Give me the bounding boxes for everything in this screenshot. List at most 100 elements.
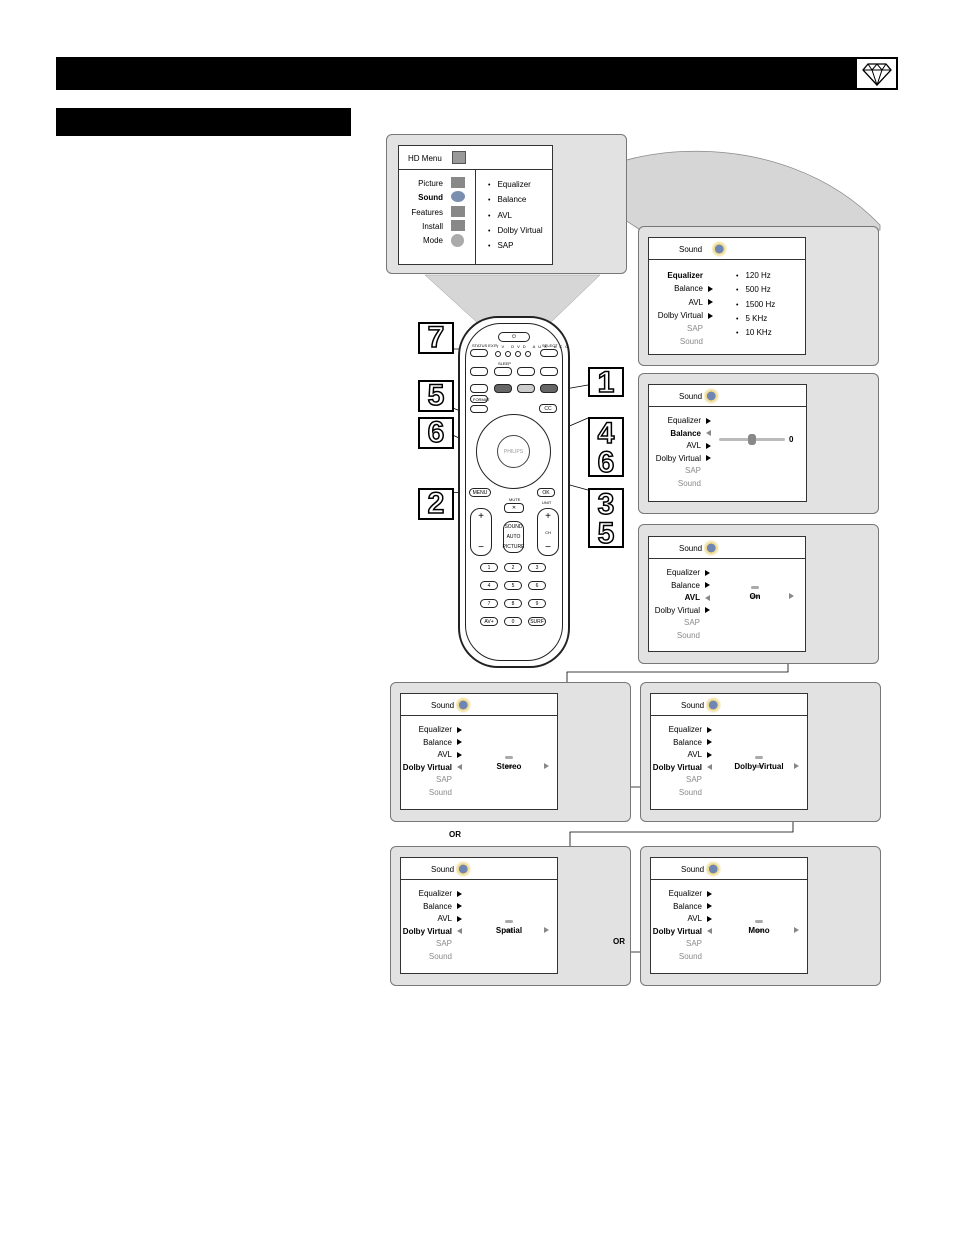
cc-button[interactable]: CC (539, 404, 557, 413)
hd-menu-item-mode[interactable]: Mode (422, 236, 443, 246)
dv-dolby-value[interactable]: Dolby Virtual (734, 762, 784, 771)
format-button[interactable] (470, 405, 488, 413)
band-10khz[interactable]: 10 KHz (736, 326, 775, 340)
menu-item-balance[interactable]: Balance (403, 901, 462, 914)
menu-item-balance[interactable]: Balance (653, 901, 712, 914)
menu-item-balance[interactable]: Balance (403, 737, 462, 750)
freeze-button[interactable] (517, 367, 535, 376)
band-1500hz[interactable]: 1500 Hz (736, 298, 775, 312)
dv-mono-value[interactable]: Mono (748, 926, 770, 935)
menu-item-dolby-virtual[interactable]: Dolby Virtual (655, 605, 710, 618)
menu-button[interactable]: MENU (469, 488, 491, 497)
ok-button[interactable]: OK (537, 488, 555, 497)
menu-item-sap[interactable]: SAP (403, 938, 462, 951)
status-exit-button[interactable] (470, 349, 488, 357)
menu-item-equalizer[interactable]: Equalizer (653, 888, 712, 901)
band-500hz[interactable]: 500 Hz (736, 283, 775, 297)
menu-item-balance[interactable]: Balance (656, 428, 711, 441)
hd-menu-sub-avl[interactable]: AVL (488, 209, 543, 224)
menu-item-avl[interactable]: AVL (655, 592, 710, 605)
digit-3-button[interactable]: 3 (528, 563, 546, 572)
menu-item-sap[interactable]: SAP (658, 322, 713, 335)
menu-item-sound[interactable]: Sound (403, 787, 462, 800)
menu-item-balance[interactable]: Balance (655, 580, 710, 593)
play-button[interactable] (517, 384, 535, 393)
hd-menu-item-features[interactable]: Features (411, 207, 443, 217)
menu-item-sap[interactable]: SAP (653, 938, 712, 951)
menu-item-sap[interactable]: SAP (403, 774, 462, 787)
record-button[interactable] (470, 395, 488, 403)
swap-button[interactable] (540, 367, 558, 376)
menu-item-dolby-virtual[interactable]: Dolby Virtual (653, 762, 712, 775)
menu-item-balance[interactable]: Balance (653, 737, 712, 750)
menu-item-sap[interactable]: SAP (655, 617, 710, 630)
menu-item-sound[interactable]: Sound (653, 951, 712, 964)
digit-8-button[interactable]: 8 (504, 599, 522, 608)
menu-item-sound[interactable]: Sound (403, 951, 462, 964)
volume-rocker[interactable]: +− (470, 508, 492, 556)
digit-9-button[interactable]: 9 (528, 599, 546, 608)
hd-menu-item-sound[interactable]: Sound (418, 193, 443, 203)
menu-item-equalizer[interactable]: Equalizer (658, 269, 713, 282)
source-acc-button[interactable] (525, 351, 531, 357)
menu-item-avl[interactable]: AVL (653, 913, 712, 926)
menu-item-sound[interactable]: Sound (656, 478, 711, 491)
surf-button[interactable]: SURF (528, 617, 546, 626)
menu-item-dolby-virtual[interactable]: Dolby Virtual (403, 926, 462, 939)
source-tv-button[interactable] (495, 351, 501, 357)
menu-item-avl[interactable]: AVL (658, 296, 713, 309)
menu-item-sound[interactable]: Sound (653, 787, 712, 800)
dv-stereo-value[interactable]: Stereo (496, 762, 522, 771)
menu-item-dolby-virtual[interactable]: Dolby Virtual (653, 926, 712, 939)
source-aux-button[interactable] (515, 351, 521, 357)
hd-menu-sub-balance[interactable]: Balance (488, 193, 543, 208)
power-button[interactable]: ⏻ (498, 332, 530, 342)
band-120hz[interactable]: 120 Hz (736, 269, 775, 283)
avl-value[interactable]: On (749, 592, 761, 601)
menu-item-avl[interactable]: AVL (403, 749, 462, 762)
menu-item-equalizer[interactable]: Equalizer (403, 888, 462, 901)
navigation-dial[interactable]: PHILIPS (476, 414, 551, 489)
hd-menu-item-install[interactable]: Install (422, 221, 443, 231)
digit-6-button[interactable]: 6 (528, 581, 546, 590)
balance-slider-track[interactable] (719, 434, 785, 445)
menu-item-dolby-virtual[interactable]: Dolby Virtual (658, 309, 713, 322)
dial-center[interactable]: PHILIPS (497, 435, 530, 468)
menu-item-dolby-virtual[interactable]: Dolby Virtual (656, 453, 711, 466)
menu-item-equalizer[interactable]: Equalizer (655, 567, 710, 580)
source-dvd-button[interactable] (505, 351, 511, 357)
menu-item-equalizer[interactable]: Equalizer (653, 724, 712, 737)
digit-0-button[interactable]: 0 (504, 617, 522, 626)
digit-4-button[interactable]: 4 (480, 581, 498, 590)
band-5khz[interactable]: 5 KHz (736, 312, 775, 326)
sleep-button[interactable] (494, 367, 512, 376)
pip-button[interactable] (470, 367, 488, 376)
auto-sound-picture-button[interactable]: SOUND AUTO PICTURE (503, 521, 524, 553)
hd-menu-sub-dolby-virtual[interactable]: Dolby Virtual (488, 224, 542, 239)
menu-item-equalizer[interactable]: Equalizer (403, 724, 462, 737)
digit-2-button[interactable]: 2 (504, 563, 522, 572)
dv-spatial-value[interactable]: Spatial (495, 926, 523, 935)
menu-item-sap[interactable]: SAP (656, 465, 711, 478)
menu-item-avl[interactable]: AVL (656, 440, 711, 453)
digit-1-button[interactable]: 1 (480, 563, 498, 572)
hd-menu-item-picture[interactable]: Picture (418, 179, 443, 188)
forward-button[interactable] (540, 384, 558, 393)
balance-slider-knob[interactable] (748, 434, 756, 445)
menu-item-dolby-virtual[interactable]: Dolby Virtual (403, 762, 462, 775)
menu-item-sap[interactable]: SAP (653, 774, 712, 787)
rewind-button[interactable] (470, 384, 488, 393)
menu-item-equalizer[interactable]: Equalizer (656, 415, 711, 428)
hd-menu-sub-sap[interactable]: SAP (488, 239, 543, 254)
menu-item-avl[interactable]: AVL (403, 913, 462, 926)
stop-button[interactable] (494, 384, 512, 393)
channel-rocker[interactable]: +CH− (537, 508, 559, 556)
digit-5-button[interactable]: 5 (504, 581, 522, 590)
mute-button[interactable]: ✕ (504, 503, 524, 513)
menu-item-sound[interactable]: Sound (658, 335, 713, 348)
select-button[interactable] (540, 349, 558, 357)
av-plus-button[interactable]: AV+ (480, 617, 498, 626)
hd-menu-sub-equalizer[interactable]: Equalizer (488, 178, 543, 193)
menu-item-balance[interactable]: Balance (658, 282, 713, 295)
menu-item-sound[interactable]: Sound (655, 630, 710, 643)
